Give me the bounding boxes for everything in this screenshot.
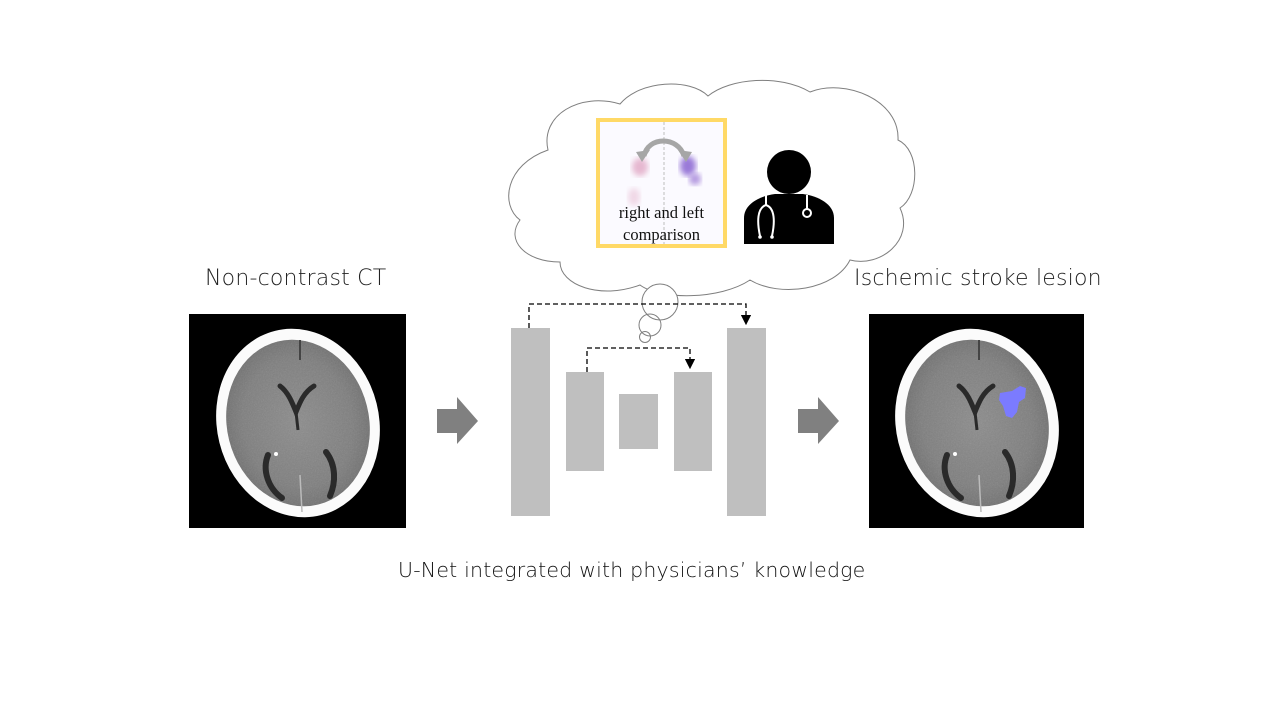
skip-connection-inner [586, 347, 696, 372]
thought-bubble-small [639, 331, 651, 343]
comparison-text-line1: right and left [618, 203, 705, 222]
unet-bottleneck-block [619, 394, 658, 449]
lesion-overlay [999, 386, 1026, 418]
input-image-title: Non-contrast CT [205, 266, 387, 291]
left-right-comparison-panel: right and left comparison [596, 118, 727, 248]
comparison-text-line2: comparison [623, 225, 700, 244]
input-ct-image [189, 314, 406, 528]
skip-connection-outer [528, 303, 752, 328]
comparison-illustration [628, 122, 701, 244]
unet-encoder-block-2 [566, 372, 604, 471]
physician-icon [744, 150, 834, 244]
unet-decoder-block-2 [727, 328, 766, 516]
flow-arrow-in [437, 397, 478, 444]
figure-caption: U-Net integrated with physicians’ knowle… [398, 558, 866, 582]
output-image-title: Ischemic stroke lesion [854, 266, 1102, 291]
unet-decoder-block-1 [674, 372, 712, 471]
unet-encoder-block-1 [511, 328, 550, 516]
output-ct-image [869, 314, 1084, 528]
flow-arrow-out [798, 397, 839, 444]
